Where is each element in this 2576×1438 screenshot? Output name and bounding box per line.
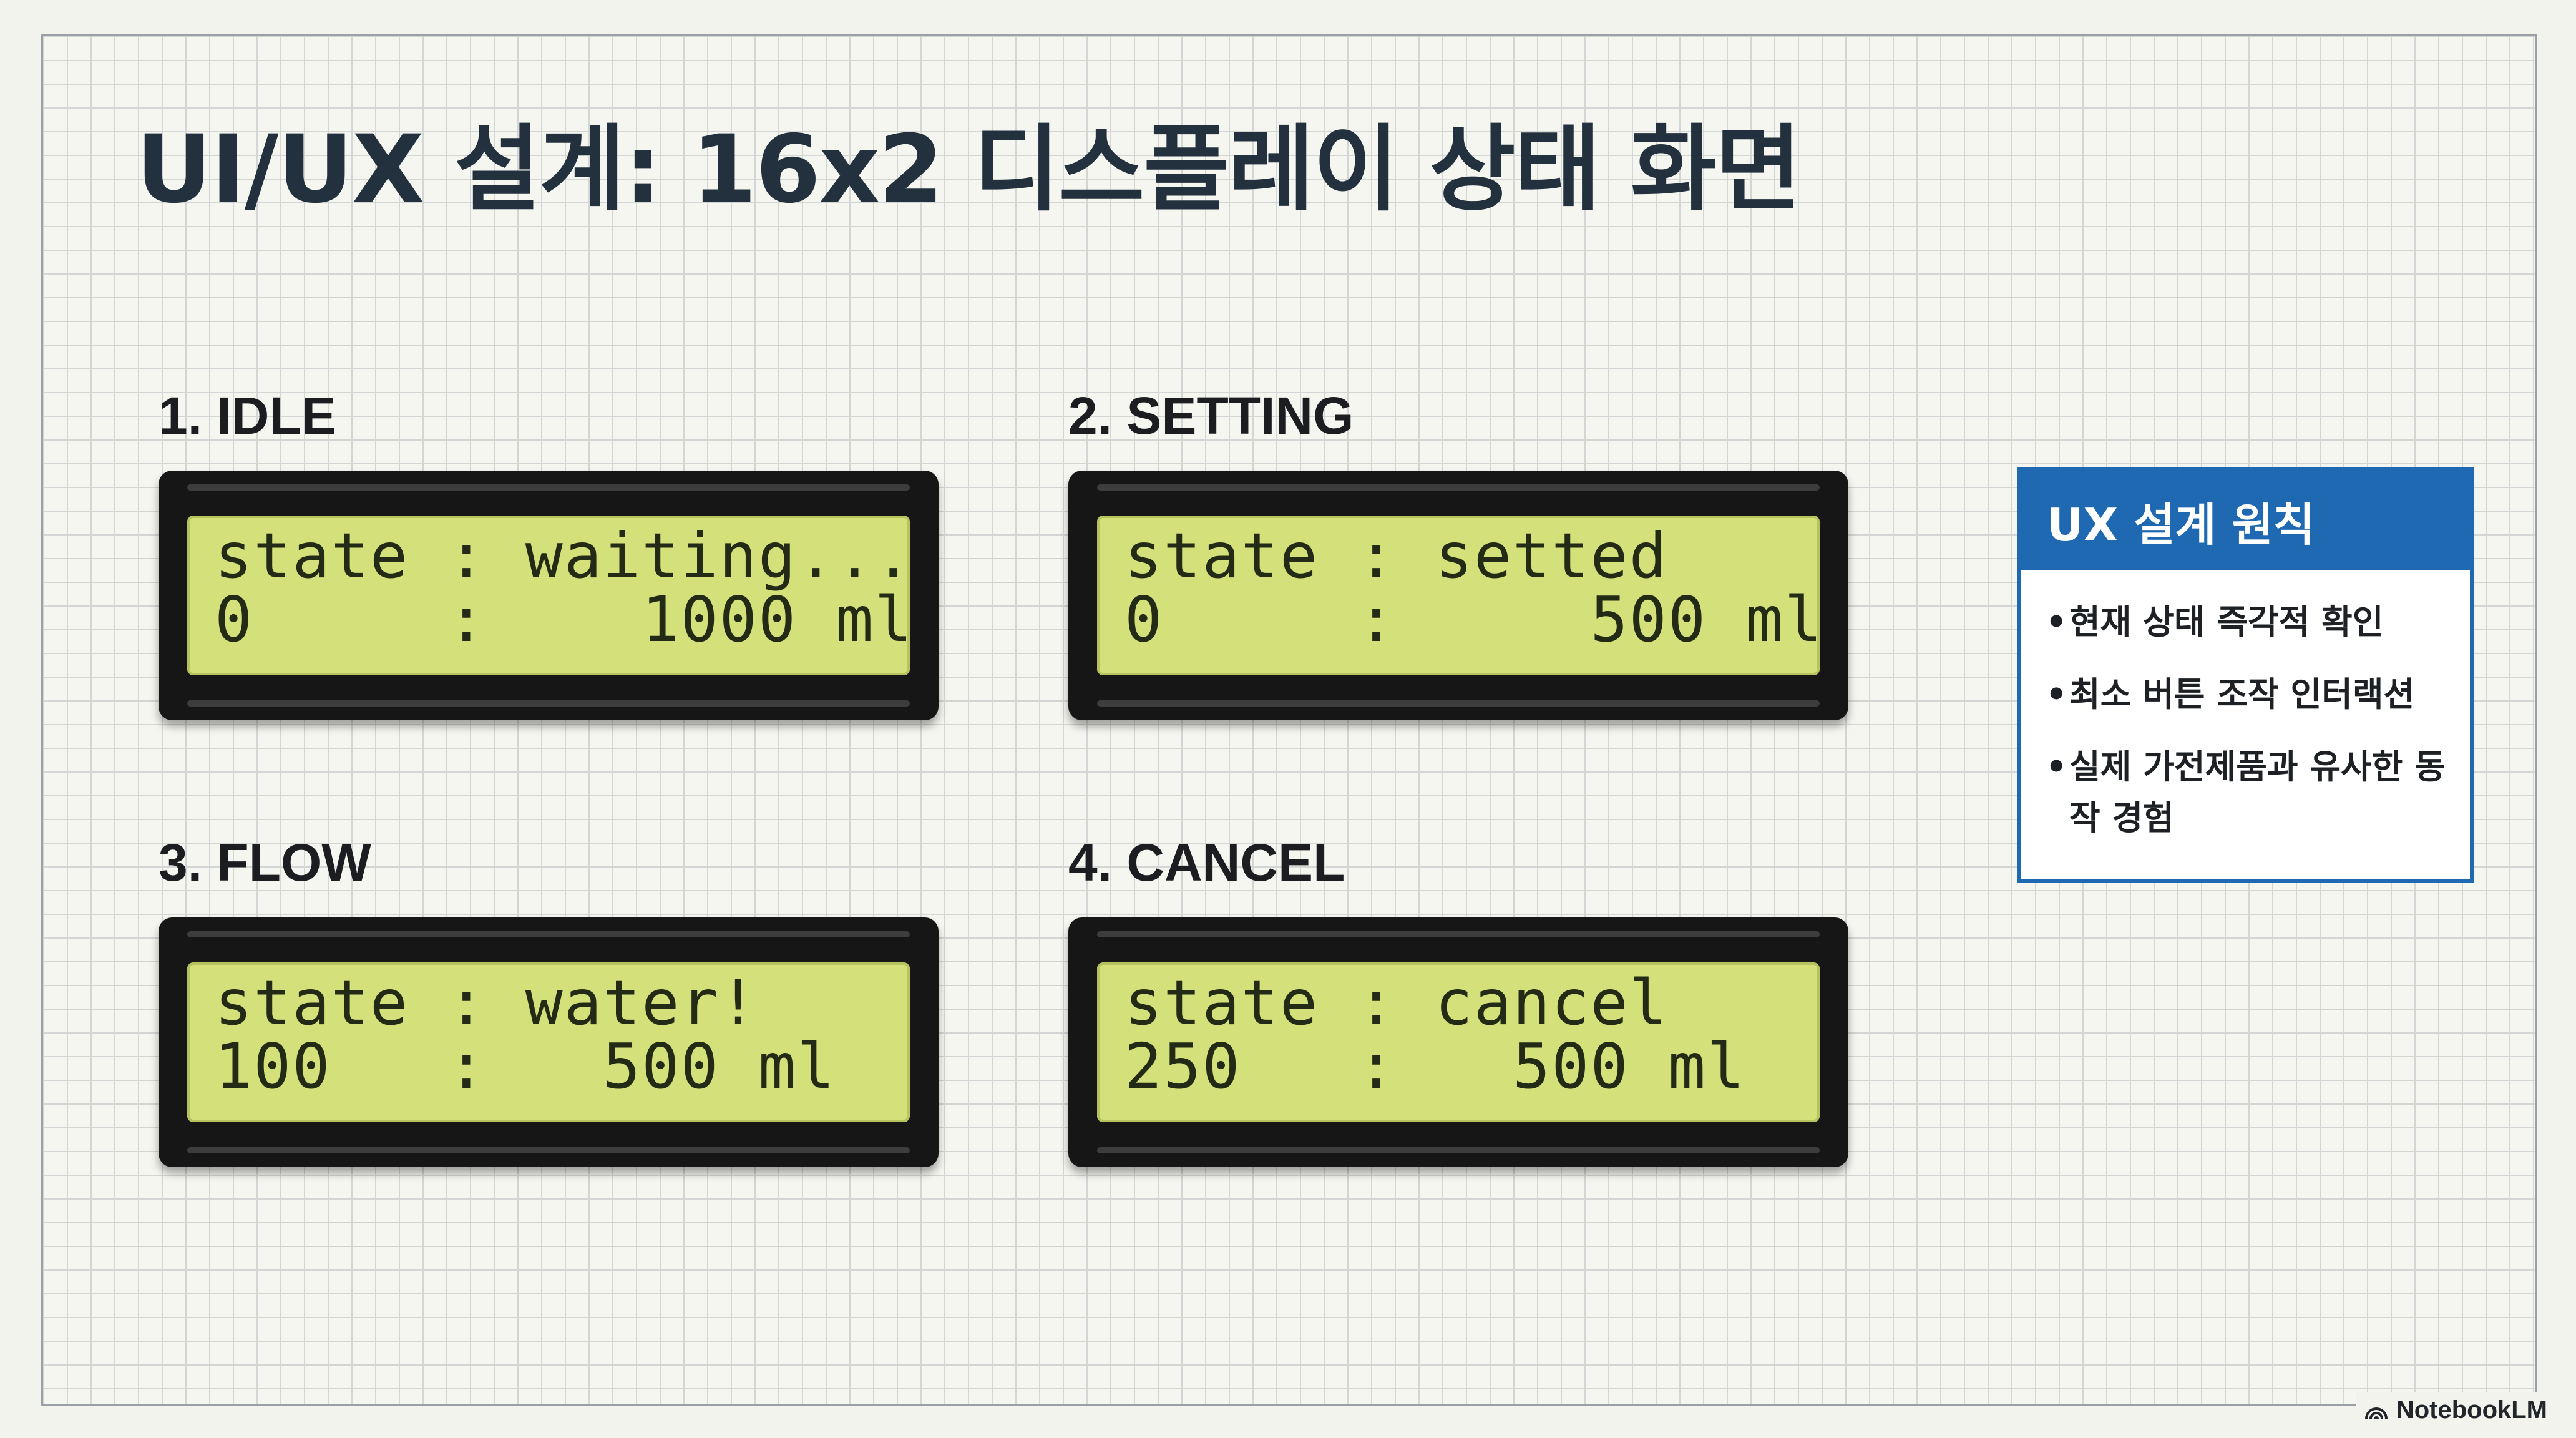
principles-title: UX 설계 원칙 (2047, 498, 2315, 551)
panel-label: 2. SETTING (1068, 386, 1354, 445)
principle-text: 최소 버튼 조작 인터랙션 (2069, 675, 2415, 714)
lcd-screen: state : water! 100 : 500 ml (187, 962, 910, 1122)
lcd-line-1: state : water! (215, 966, 758, 1039)
bezel-line (1097, 931, 1820, 937)
lcd-screen: state : cancel 250 : 500 ml (1097, 962, 1820, 1122)
notebooklm-logo-icon (2364, 1407, 2388, 1419)
lcd-line-2: 0 : 500 ml (1125, 583, 1823, 656)
bezel-line (187, 484, 910, 491)
panel-label: 1. IDLE (159, 386, 336, 445)
lcd-line-1: state : setted (1125, 519, 1668, 592)
bullet-icon: • (2046, 675, 2067, 714)
lcd-display: state : water! 100 : 500 ml (159, 917, 939, 1167)
bezel-line (1097, 484, 1820, 491)
list-item: •현재 상태 즉각적 확인 (2046, 597, 2457, 648)
page-title: UI/UX 설계: 16x2 디스플레이 상태 화면 (136, 115, 1802, 224)
principles-list: •현재 상태 즉각적 확인 •최소 버튼 조작 인터랙션 •실제 가전제품과 유… (2021, 570, 2470, 844)
principle-text: 실제 가전제품과 유사한 동작 경험 (2069, 747, 2446, 838)
ux-principles-box: UX 설계 원칙 •현재 상태 즉각적 확인 •최소 버튼 조작 인터랙션 •실… (2017, 467, 2474, 883)
lcd-line-2: 0 : 1000 ml (215, 583, 914, 656)
watermark-text: NotebookLM (2396, 1396, 2547, 1424)
notebooklm-watermark: NotebookLM (2356, 1392, 2555, 1428)
bezel-line (187, 931, 910, 937)
bullet-icon: • (2046, 602, 2067, 642)
lcd-display: state : waiting... 0 : 1000 ml (159, 471, 939, 720)
principles-header: UX 설계 원칙 (2021, 471, 2470, 570)
bullet-icon: • (2046, 747, 2067, 786)
panel-label: 4. CANCEL (1068, 833, 1345, 892)
bezel-line (1097, 700, 1820, 707)
bezel-line (187, 1147, 910, 1153)
list-item: •최소 버튼 조작 인터랙션 (2046, 669, 2457, 720)
lcd-line-2: 100 : 500 ml (215, 1030, 836, 1103)
panel-label: 3. FLOW (159, 833, 371, 892)
bezel-line (187, 700, 910, 707)
lcd-line-1: state : cancel (1125, 966, 1668, 1039)
lcd-display: state : cancel 250 : 500 ml (1068, 917, 1848, 1167)
lcd-screen: state : waiting... 0 : 1000 ml (187, 516, 914, 675)
lcd-screen: state : setted 0 : 500 ml (1097, 516, 1823, 675)
principle-text: 현재 상태 즉각적 확인 (2069, 602, 2384, 642)
bezel-line (1097, 1147, 1820, 1153)
lcd-line-1: state : waiting... (215, 519, 914, 592)
lcd-display: state : setted 0 : 500 ml (1068, 471, 1848, 720)
lcd-line-2: 250 : 500 ml (1125, 1030, 1746, 1103)
list-item: •실제 가전제품과 유사한 동작 경험 (2046, 741, 2457, 844)
